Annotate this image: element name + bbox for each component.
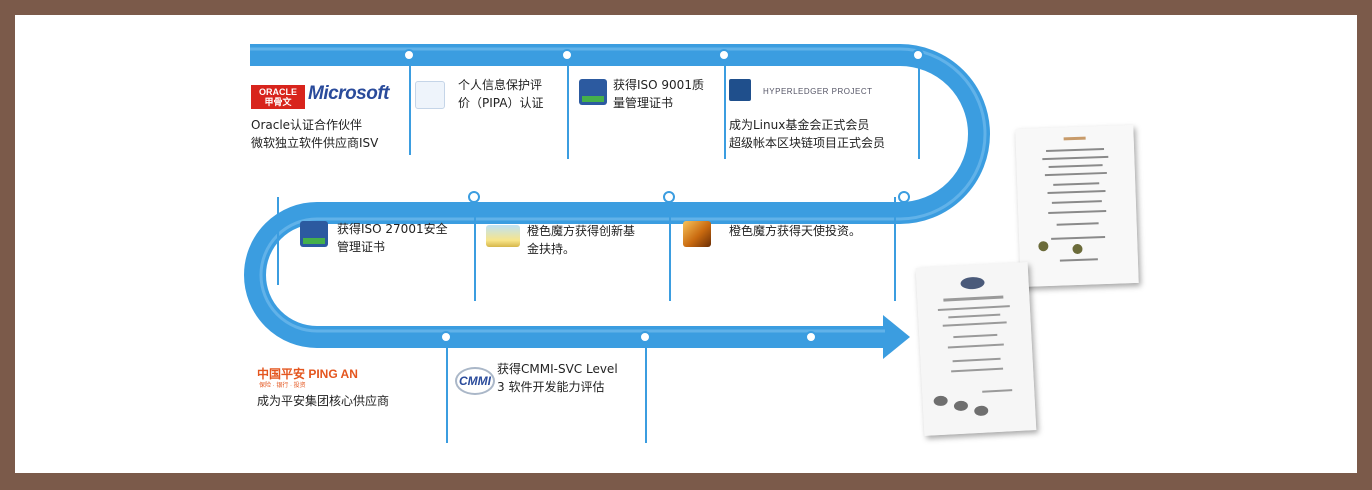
- milestone-7-line1: 橙色魔方获得天使投资。: [729, 224, 862, 238]
- milestone-5-line2: 管理证书: [337, 240, 386, 254]
- milestone-dot: [639, 331, 651, 343]
- milestone-8-line1: 成为平安集团核心供应商: [257, 394, 390, 408]
- milestone-marker: [277, 197, 279, 285]
- milestone-marker: [446, 337, 448, 443]
- iso-9001-certificate-icon: [579, 79, 607, 105]
- milestone-marker: [724, 55, 726, 159]
- milestone-marker: [567, 55, 569, 159]
- certificate-document-back: [1015, 124, 1139, 288]
- pipa-certificate-icon: [415, 81, 445, 109]
- milestone-9-line2: 3 软件开发能力评估: [497, 380, 605, 394]
- milestone-marker: [669, 197, 671, 301]
- timeline-arrow-head: [883, 315, 910, 359]
- oracle-logo: ORACLE 甲骨文: [251, 85, 305, 109]
- milestone-dot: [468, 191, 480, 203]
- milestone-4-line1: 成为Linux基金会正式会员: [729, 118, 870, 132]
- sunrise-image: [486, 225, 520, 247]
- iso-27001-certificate-icon: [300, 221, 328, 247]
- angel-investment-image: [683, 221, 711, 247]
- milestone-marker: [409, 55, 411, 155]
- cmmi-logo: CMMI: [455, 367, 495, 395]
- milestone-dot: [718, 49, 730, 61]
- milestone-4-line2: 超级帐本区块链项目正式会员: [729, 136, 886, 150]
- milestone-2-line1: 个人信息保护评: [458, 78, 543, 92]
- milestone-1-line2: 微软独立软件供应商ISV: [251, 136, 379, 150]
- milestone-dot: [805, 331, 817, 343]
- pingan-logo: 中国平安 PING AN: [257, 367, 358, 381]
- pingan-logo-subtitle: 保险 · 银行 · 投资: [259, 383, 306, 389]
- hyperledger-icon: [729, 79, 751, 101]
- hyperledger-logo: HYPERLEDGER PROJECT: [763, 87, 873, 96]
- milestone-6-line1: 橙色魔方获得创新基: [527, 224, 636, 238]
- milestone-1-line1: Oracle认证合作伙伴: [251, 118, 363, 132]
- milestone-dot: [403, 49, 415, 61]
- milestone-6-line2: 金扶持。: [527, 242, 576, 256]
- milestone-9-line1: 获得CMMI-SVC Level: [497, 362, 618, 376]
- milestone-dot: [561, 49, 573, 61]
- milestone-dot: [440, 331, 452, 343]
- milestone-marker: [918, 55, 920, 159]
- milestone-marker: [645, 337, 647, 443]
- milestone-5-line1: 获得ISO 27001安全: [337, 222, 448, 236]
- milestone-marker: [894, 197, 896, 301]
- milestone-3-line2: 量管理证书: [613, 96, 674, 110]
- milestone-marker: [474, 197, 476, 301]
- microsoft-logo: Microsoft: [308, 83, 390, 104]
- timeline-track: [244, 44, 990, 359]
- milestone-dot: [898, 191, 910, 203]
- timeline-card: ORACLE 甲骨文 Microsoft Oracle认证合作伙伴 微软独立软件…: [15, 15, 1357, 473]
- milestone-dot: [912, 49, 924, 61]
- certificate-document-front: [915, 262, 1037, 436]
- milestone-3-line1: 获得ISO 9001质: [613, 78, 704, 92]
- milestone-dot: [663, 191, 675, 203]
- milestone-2-line2: 价（PIPA）认证: [458, 96, 544, 110]
